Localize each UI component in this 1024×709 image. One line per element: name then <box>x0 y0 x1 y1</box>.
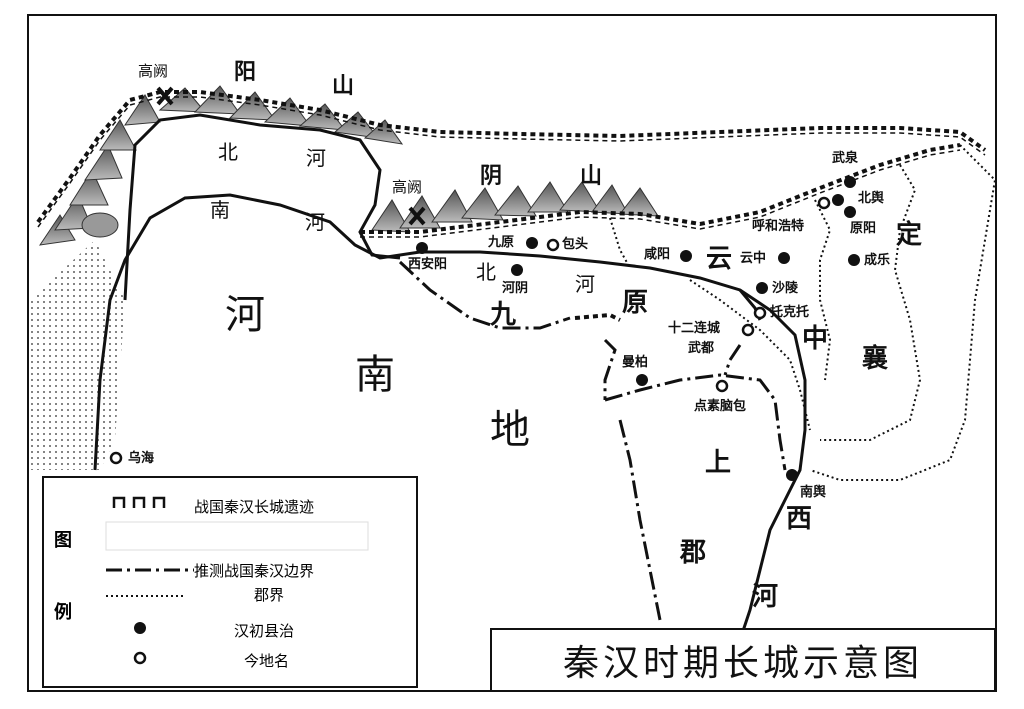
river-label: 河 <box>306 146 326 170</box>
place-label: 九原 <box>488 235 515 250</box>
place-label: 武泉 <box>832 151 859 166</box>
great-wall-ticks <box>37 96 986 238</box>
river-label: 河 <box>305 210 325 234</box>
legend-heading: 例 <box>54 602 72 623</box>
filled-circle-icon <box>134 622 146 634</box>
pass-marker-icons <box>156 86 426 226</box>
region-label: 南 <box>355 352 395 398</box>
boundary-lines <box>398 260 787 621</box>
mountain-label: 阳 <box>234 60 257 85</box>
place-label: 云中 <box>740 251 767 266</box>
legend-item-label: 今地名 <box>244 652 290 670</box>
prefecture-label: 原 <box>622 288 649 318</box>
place-label: 成乐 <box>864 253 891 268</box>
place-label: 咸阳 <box>644 247 671 262</box>
prefecture-label: 郡 <box>680 538 707 568</box>
place-label: 包头 <box>562 237 589 252</box>
pass-label: 高阙 <box>392 178 423 196</box>
great-wall-lines <box>36 90 987 322</box>
place-label: 北舆 <box>858 191 885 206</box>
region-label: 河 <box>225 292 265 338</box>
desert-area <box>30 240 125 470</box>
place-label: 沙陵 <box>772 281 799 296</box>
legend-symbols <box>105 496 369 665</box>
river-label: 南 <box>210 198 230 222</box>
prefecture-label: 中 <box>802 324 829 354</box>
county-seat-markers <box>416 176 860 481</box>
legend-item-label: 推测战国秦汉边界 <box>194 562 315 580</box>
legend-blank-box <box>105 521 369 551</box>
place-label: 西安阳 <box>408 257 448 272</box>
modern-place-markers <box>109 196 831 465</box>
place-label: 南舆 <box>800 485 827 500</box>
prefecture-label: 西 <box>786 504 813 534</box>
prefecture-label: 云 <box>706 244 733 274</box>
wall-icon <box>112 496 166 508</box>
prefecture-label: 九 <box>490 300 517 330</box>
place-label: 点素脑包 <box>694 399 747 414</box>
place-label: 乌海 <box>128 451 155 466</box>
legend-heading: 图 <box>54 530 72 551</box>
place-label: 河阴 <box>502 281 529 296</box>
prefecture-label: 河 <box>752 582 779 612</box>
river-label: 河 <box>575 272 595 296</box>
place-label: 原阳 <box>850 221 877 236</box>
place-label: 曼柏 <box>622 355 649 370</box>
prefecture-borders <box>609 144 997 481</box>
map-title: 秦汉时期长城示意图 <box>490 628 996 692</box>
legend-item-label: 郡界 <box>254 586 285 604</box>
prefecture-label: 定 <box>896 220 923 250</box>
pass-label: 高阙 <box>138 62 169 80</box>
open-circle-icon <box>133 651 147 665</box>
place-label: 十二连城 <box>668 321 721 336</box>
yin-mountain-range <box>371 181 659 233</box>
yang-mountain-range <box>38 85 404 246</box>
place-label: 托克托 <box>770 305 810 320</box>
prefecture-label: 襄 <box>862 344 889 374</box>
prefecture-label: 上 <box>705 448 732 478</box>
river-label: 北 <box>218 140 238 164</box>
mountain-label: 阴 <box>480 164 503 189</box>
place-label: 武都 <box>688 341 715 356</box>
legend-item-label: 战国秦汉长城遗迹 <box>194 498 315 516</box>
river-label: 北 <box>476 260 496 284</box>
region-label: 地 <box>490 407 530 453</box>
map-legend: 图 例 战国秦汉长城遗迹 推测战国秦汉边界 郡界 汉初县治 今地名 <box>42 476 418 688</box>
legend-item-label: 汉初县治 <box>234 622 295 640</box>
mountain-label: 山 <box>580 164 603 189</box>
mountain-label: 山 <box>332 74 355 99</box>
place-label: 呼和浩特 <box>752 219 805 234</box>
